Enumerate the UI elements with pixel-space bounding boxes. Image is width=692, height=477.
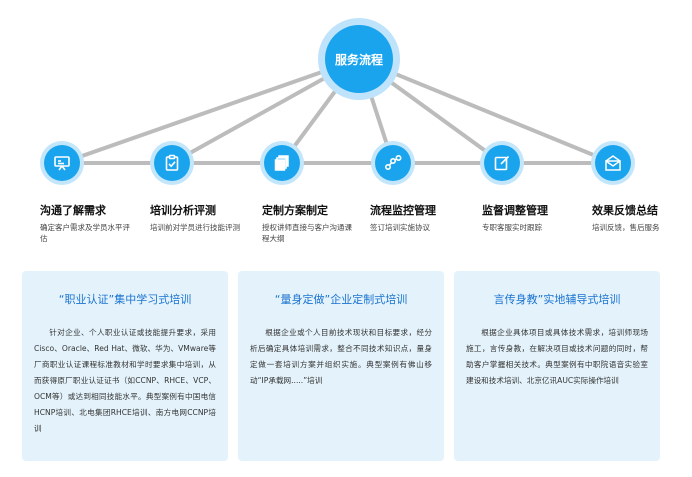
step-title: 培训分析评测 [150,204,216,217]
card-certification-training: “职业认证”集中学习式培训 针对企业、个人职业认证或技能提升要求，采用Cisco… [22,271,228,461]
step-node-4 [371,141,415,185]
step-1: 沟通了解需求 确定客户需求及学员水平评估 [40,202,150,244]
stacked-documents-icon [274,155,289,171]
card-onsite-training: 言传身教”实地辅导式培训 根据企业具体项目或具体技术需求，培训师现场施工，言传身… [454,271,660,461]
open-envelope-icon [605,155,621,171]
card-title: “量身定做”企业定制式培训 [274,293,408,306]
step-node-1 [40,141,84,185]
step-desc: 专职客服实时跟踪 [482,223,542,232]
step-title: 效果反馈总结 [592,204,658,217]
card-body: 针对企业、个人职业认证或技能提升要求，采用Cisco、Oracle、Red Ha… [34,328,216,433]
card-title: 言传身教”实地辅导式培训 [493,293,621,306]
step-desc: 确定客户需求及学员水平评估 [40,223,130,243]
step-desc: 授权讲师直接与客户沟通课程大纲 [262,223,352,243]
step-title: 沟通了解需求 [40,204,106,217]
step-6: 效果反馈总结 培训反馈，售后服务 [592,202,690,233]
step-5: 监督调整管理 专职客服实时跟踪 [482,202,592,233]
step-desc: 培训前对学员进行技能评测 [150,223,240,232]
connector-line-6 [357,57,615,165]
clipboard-check-icon [165,154,179,171]
hub-label: 服务流程 [325,25,393,93]
step-title: 定制方案制定 [262,204,328,217]
card-body: 根据企业具体项目或具体技术需求，培训师现场施工，言传身教，在解决项目或技术问题的… [466,328,648,385]
service-process-hub: 服务流程 [318,18,400,100]
edit-note-icon [494,155,510,171]
card-custom-training: “量身定做”企业定制式培训 根据企业或个人目前技术现状和目标要求，经分析后确定具… [238,271,444,461]
step-node-2 [150,141,194,185]
connector-line-1 [60,57,361,165]
step-desc: 签订培训实施协议 [370,223,430,232]
step-title: 监督调整管理 [482,204,548,217]
card-body: 根据企业或个人目前技术现状和目标要求，经分析后确定具体培训需求，整合不同技术知识… [250,328,432,385]
step-3: 定制方案制定 授权讲师直接与客户沟通课程大纲 [262,202,372,244]
step-title: 流程监控管理 [370,204,436,217]
card-title: “职业认证”集中学习式培训 [58,293,192,306]
step-4: 流程监控管理 签订培训实施协议 [370,202,480,233]
step-desc: 培训反馈，售后服务 [592,223,660,232]
step-node-5 [480,141,524,185]
step-node-6 [591,141,635,185]
step-node-3 [260,141,304,185]
presentation-board-icon [54,156,70,171]
step-2: 培训分析评测 培训前对学员进行技能评测 [150,202,260,233]
workflow-nodes-icon [384,154,402,171]
